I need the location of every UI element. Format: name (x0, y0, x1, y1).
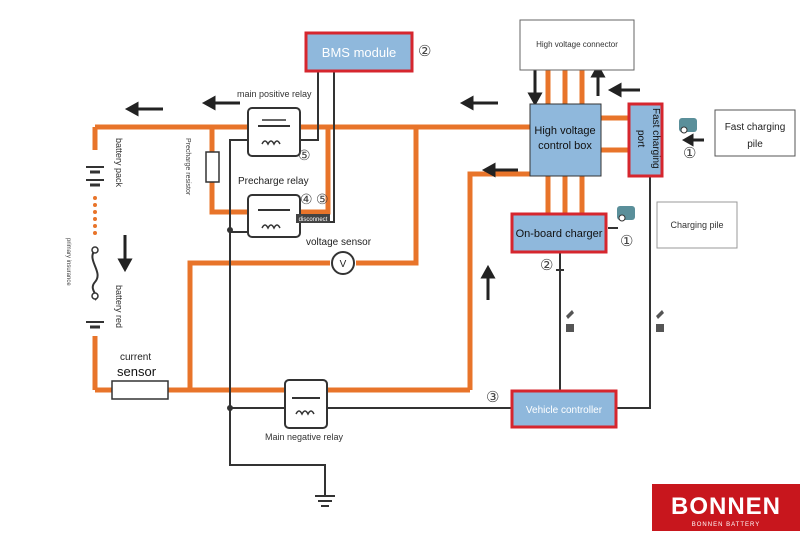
battery-cells (86, 150, 104, 336)
ground-line (229, 435, 326, 495)
bonnen-logo: BONNEN BONNEN BATTERY (652, 484, 800, 531)
main-positive-relay-label: main positive relay (237, 89, 312, 99)
current-sensor-box (111, 380, 169, 400)
negative-relay-line (230, 270, 561, 409)
marker-4: ④ (300, 191, 313, 207)
primary-insurance-label: primary insurance (65, 238, 71, 286)
fast-charging-pile-label-1: Fast charging (725, 122, 786, 133)
charger-plug-icon (679, 118, 697, 134)
fast-charging-port: Fast charging port (627, 102, 664, 178)
hv-voltage-right (356, 127, 419, 266)
hv-bottom-to-box (467, 171, 530, 390)
voltage-symbol: V (340, 259, 347, 270)
disconnect-tag (296, 214, 330, 223)
marker-3: ③ (486, 389, 499, 406)
on-board-charger: On-board charger (510, 212, 608, 254)
precharge-resistor-label: Precharge resistor (184, 138, 191, 196)
marker-2: ② (540, 257, 553, 274)
precharge-relay (247, 194, 301, 238)
high-voltage-control-box: High voltage control box (529, 103, 602, 177)
voltage-sensor-symbol (331, 251, 355, 275)
hv-precharge-return (300, 127, 331, 215)
hv-fastport-lines (601, 115, 629, 153)
on-board-charger-label: On-board charger (516, 228, 603, 240)
bms-control-line-1 (300, 68, 319, 141)
junction-dot (227, 227, 233, 233)
junction-dot (227, 405, 233, 411)
voltage-sensor-label: voltage sensor (306, 237, 372, 248)
main-negative-relay (284, 379, 328, 429)
precharge-resistor (205, 151, 220, 183)
main-negative-relay-label: Main negative relay (265, 432, 344, 442)
fast-charging-port-label-1: Fast charging (650, 108, 661, 169)
high-voltage-connector: High voltage connector (519, 19, 635, 71)
brand-name: BONNEN (671, 493, 781, 520)
fast-charging-pile-label-2: pile (747, 139, 763, 150)
relay-coil-common (229, 139, 248, 435)
battery-red-label: battery red (114, 285, 124, 328)
vehicle-controller-label: Vehicle controller (526, 405, 603, 416)
disconnect-label: disconnect (299, 217, 328, 223)
fast-charging-port-label-2: port (635, 130, 646, 147)
hv-connector-lines (545, 70, 585, 104)
marker-5: ⑤ (316, 191, 329, 207)
charger-plug-icon (617, 206, 635, 222)
signal-icon (656, 310, 664, 332)
fast-charging-pile: Fast charging pile (714, 109, 796, 157)
marker-1: ① (620, 233, 633, 250)
lv-wiring (229, 68, 651, 495)
marker-2: ② (418, 43, 431, 60)
precharge-relay-label: Precharge relay (238, 176, 309, 187)
hv-control-box-label-1: High voltage (534, 125, 595, 137)
marker-1: ① (683, 145, 696, 162)
main-positive-relay (247, 107, 301, 157)
brand-tagline: BONNEN BATTERY (692, 522, 760, 528)
bms-module-label: BMS module (322, 45, 396, 60)
vehicle-controller: Vehicle controller (510, 389, 618, 429)
ground-symbol (315, 495, 335, 507)
vcu-to-fastport (616, 174, 651, 409)
flow-arrows (117, 63, 704, 300)
hv-control-box-label-2: control box (538, 140, 592, 152)
charging-pile: Charging pile (656, 201, 738, 249)
current-sensor-label-2: sensor (117, 364, 157, 379)
hv-obc-lines (545, 176, 585, 214)
charging-pile-label: Charging pile (670, 220, 723, 230)
hv-voltage-left (187, 260, 330, 390)
current-sensor-label-1: current (120, 352, 151, 363)
signal-icon (566, 310, 574, 332)
obc-feed (556, 252, 564, 271)
high-voltage-connector-label: High voltage connector (536, 40, 618, 49)
battery-pack-label: battery pack (114, 138, 124, 188)
bms-module: BMS module (304, 31, 414, 73)
marker-5: ⑤ (298, 147, 311, 163)
